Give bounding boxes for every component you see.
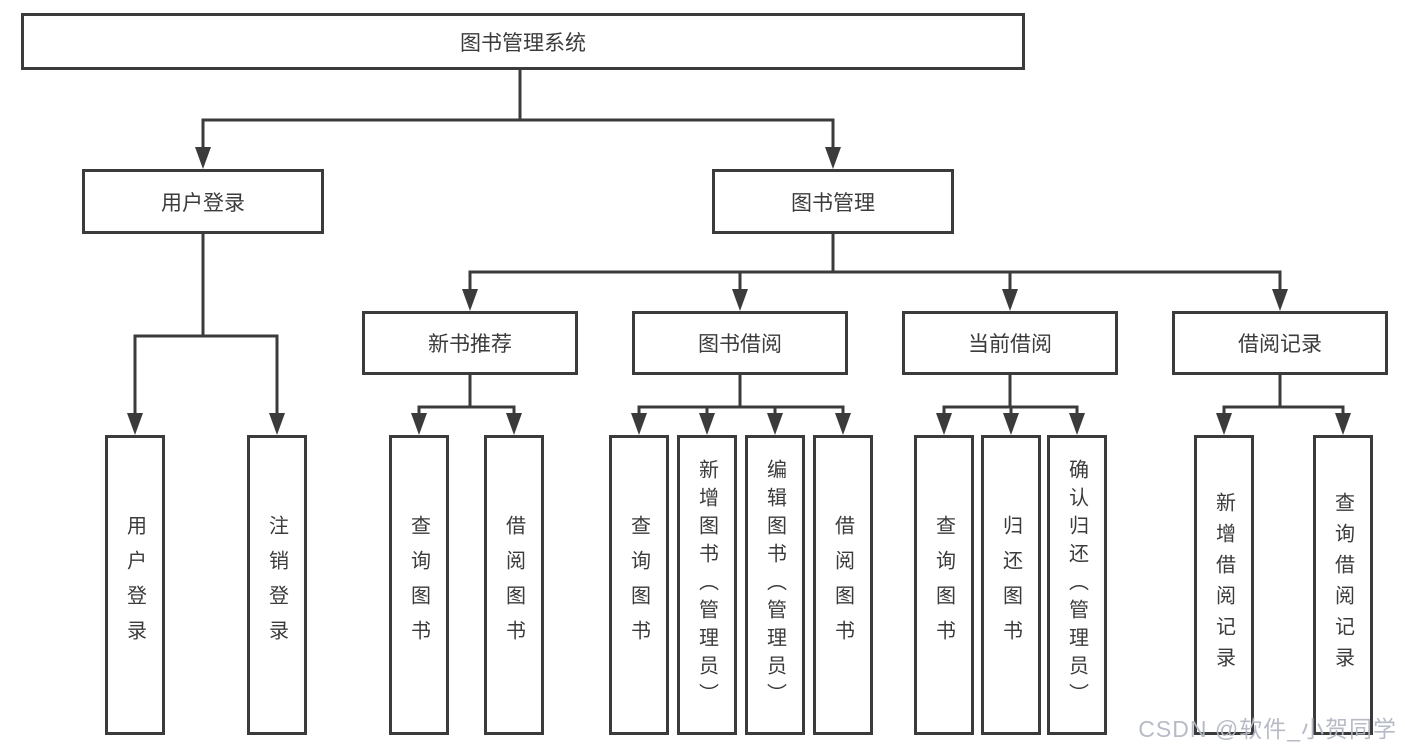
leaf-label: 借阅图书: [831, 515, 854, 655]
node-user-login: 用户登录: [82, 169, 324, 234]
node-library-system: 图书管理系统: [21, 13, 1025, 70]
leaf-query-books-current: 查询图书: [914, 435, 974, 735]
leaf-confirm-return-admin: 确认归还（管理员）: [1047, 435, 1107, 735]
leaf-edit-book-admin: 编辑图书（管理员）: [745, 435, 805, 735]
node-borrowing-records: 借阅记录: [1172, 311, 1388, 375]
leaf-label: 借阅图书: [502, 515, 525, 655]
node-book-management: 图书管理: [712, 169, 954, 234]
leaf-label: 查询图书: [932, 515, 955, 655]
leaf-logout: 注销登录: [247, 435, 307, 735]
leaf-label: 确认归还（管理员）: [1065, 459, 1088, 711]
leaf-label: 注销登录: [265, 515, 288, 655]
leaf-label: 新增借阅记录: [1212, 492, 1235, 678]
leaf-query-borrow-record: 查询借阅记录: [1313, 435, 1373, 735]
csdn-watermark: CSDN @软件_小贺同学: [1138, 716, 1397, 742]
leaf-label: 查询图书: [407, 515, 430, 655]
leaf-borrow-books-recommend: 借阅图书: [484, 435, 544, 735]
leaf-add-borrow-record: 新增借阅记录: [1194, 435, 1254, 735]
leaf-add-book-admin: 新增图书（管理员）: [677, 435, 737, 735]
node-current-borrowing: 当前借阅: [902, 311, 1118, 375]
node-book-borrowing: 图书借阅: [632, 311, 848, 375]
leaf-label: 新增图书（管理员）: [695, 459, 718, 711]
leaf-label: 用户登录: [123, 515, 146, 655]
leaf-label: 归还图书: [999, 515, 1022, 655]
leaf-return-books: 归还图书: [981, 435, 1041, 735]
leaf-label: 编辑图书（管理员）: [763, 459, 786, 711]
leaf-label: 查询借阅记录: [1331, 492, 1354, 678]
leaf-borrow-books-borrowing: 借阅图书: [813, 435, 873, 735]
leaf-user-login: 用户登录: [105, 435, 165, 735]
leaf-query-books-recommend: 查询图书: [389, 435, 449, 735]
leaf-query-books-borrowing: 查询图书: [609, 435, 669, 735]
node-new-book-recommendation: 新书推荐: [362, 311, 578, 375]
leaf-label: 查询图书: [627, 515, 650, 655]
